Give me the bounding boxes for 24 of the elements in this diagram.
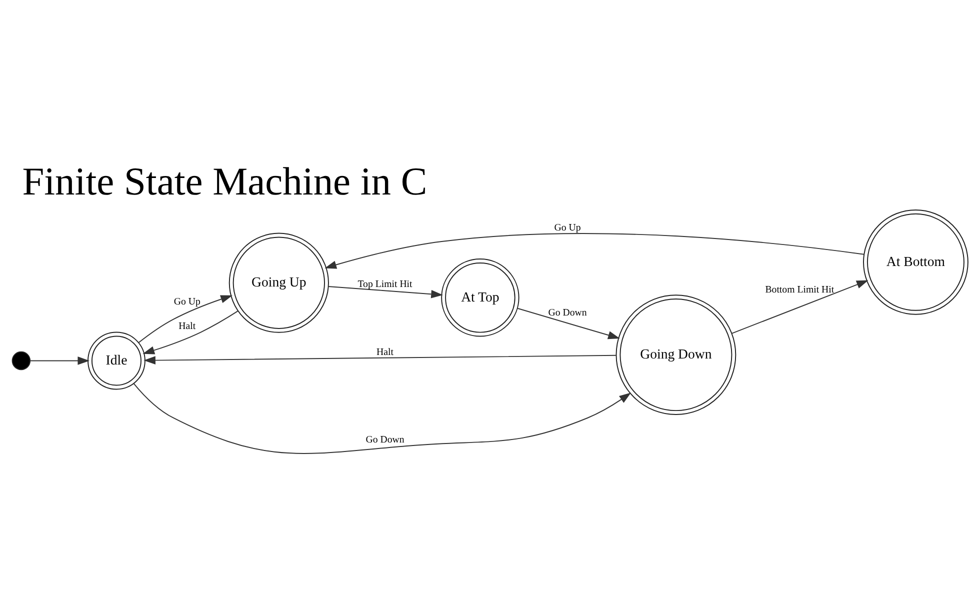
node-circle: Idle bbox=[88, 331, 146, 390]
arrow bbox=[144, 354, 616, 364]
diagram-title: Finite State Machine in C bbox=[22, 158, 428, 203]
arrow bbox=[138, 294, 233, 343]
node-circle: At Top bbox=[441, 258, 520, 336]
node-circle: Going Down bbox=[616, 294, 736, 414]
edge-label: Bottom Limit Hit bbox=[765, 284, 834, 296]
edge-label: Go Up bbox=[174, 296, 200, 308]
arrow bbox=[142, 310, 238, 354]
edge-label: Go Up bbox=[554, 222, 581, 234]
edge-label: Top Limit Hit bbox=[358, 278, 412, 290]
node-circle: At Bottom bbox=[863, 208, 968, 314]
arrow bbox=[328, 285, 443, 298]
edge-label: Go Down bbox=[366, 434, 404, 446]
arrow bbox=[731, 280, 868, 334]
arrow bbox=[133, 382, 632, 454]
node-circle: Going Up bbox=[228, 232, 329, 332]
node-circle bbox=[12, 350, 31, 370]
arrow bbox=[517, 307, 620, 339]
edge-label: Halt bbox=[178, 320, 196, 332]
edge-label: Halt bbox=[376, 346, 394, 358]
arrow bbox=[324, 232, 865, 268]
arrow bbox=[30, 356, 90, 364]
edge-label: Go Down bbox=[548, 306, 587, 318]
